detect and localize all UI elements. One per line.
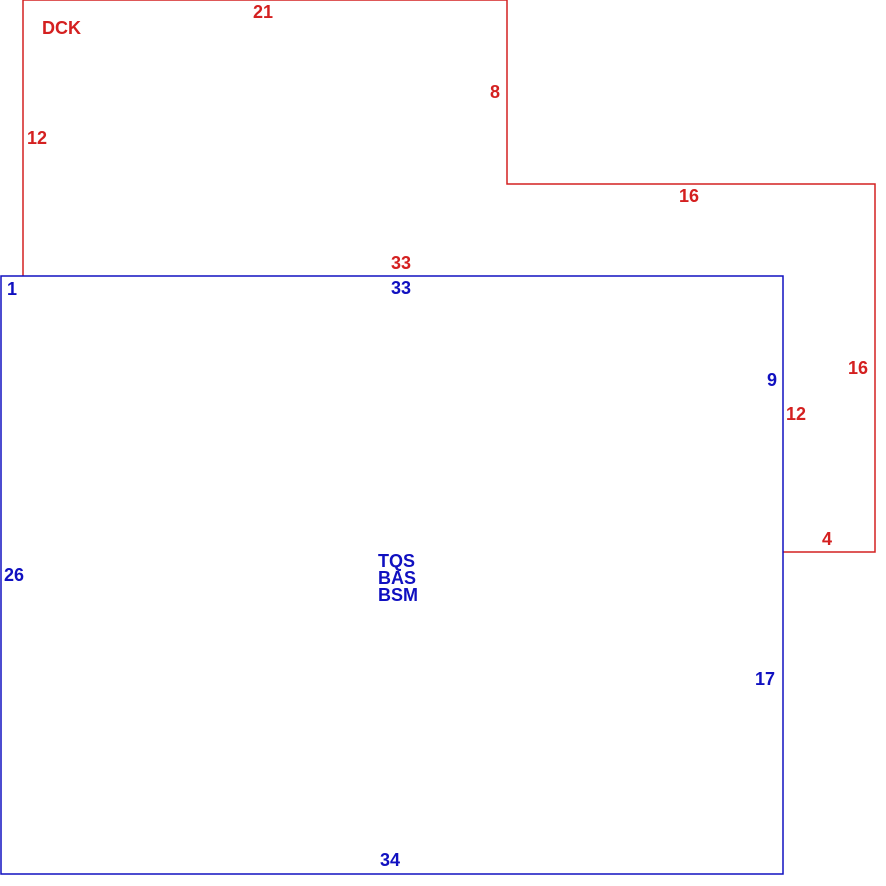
deck-right-inner-dimension: 12 [786, 404, 807, 424]
house-top-dimension: 33 [391, 278, 412, 298]
deck-step-horizontal-dimension: 16 [679, 186, 700, 206]
house-outline [0, 275, 784, 875]
house-label-bas: BAS [378, 568, 417, 588]
house-bottom-dimension: 34 [380, 850, 401, 870]
house-right-upper-dimension: 9 [767, 370, 778, 390]
deck-label: DCK [42, 18, 81, 38]
deck-bottom-dimension: 4 [822, 529, 833, 549]
house-label-tqs: TQS [378, 551, 416, 571]
deck-shared-edge-dimension: 33 [391, 253, 412, 273]
deck-step-vertical-dimension: 8 [490, 82, 501, 102]
house-right-lower-dimension: 17 [755, 669, 776, 689]
deck-left-dimension: 12 [27, 128, 48, 148]
deck-outline [22, 0, 876, 553]
deck-right-outer-dimension: 16 [848, 358, 869, 378]
house-left-dimension: 26 [4, 565, 25, 585]
house-area-labels: TQS BAS BSM [378, 551, 418, 605]
house-label-bsm: BSM [378, 585, 418, 605]
house-corner-marker: 1 [7, 279, 18, 299]
deck-top-dimension: 21 [253, 2, 274, 22]
